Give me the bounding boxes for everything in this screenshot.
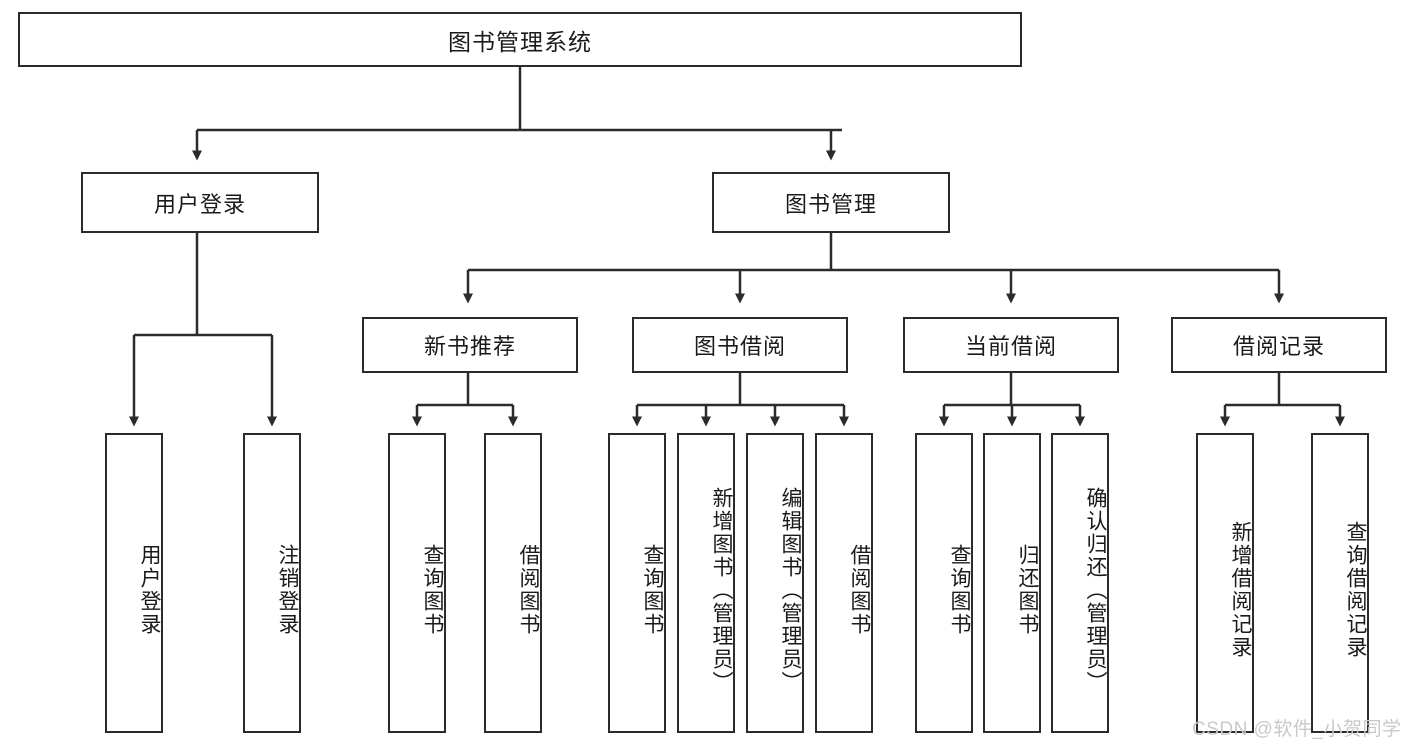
leaf-user-login-login[interactable]: 用户登录 [105,433,163,733]
leaf-new-book-query-book[interactable]: 查询图书 [388,433,446,733]
leaf-book-borrow-borrow-book[interactable]: 借阅图书 [815,433,873,733]
leaf-borrow-record-query-record[interactable]: 查询借阅记录 [1311,433,1369,733]
leaf-user-login-logout[interactable]: 注销登录 [243,433,301,733]
leaf-book-borrow-edit-book-admin[interactable]: 编辑图书（管理员） [746,433,804,733]
node-book-borrow[interactable]: 图书借阅 [632,317,848,373]
csdn-watermark: CSDN @软件_小贺同学 [1192,719,1402,740]
leaf-current-borrow-confirm-return-admin[interactable]: 确认归还（管理员） [1051,433,1109,733]
leaf-book-borrow-add-book-admin[interactable]: 新增图书（管理员） [677,433,735,733]
leaf-book-borrow-query-book[interactable]: 查询图书 [608,433,666,733]
node-borrow-record[interactable]: 借阅记录 [1171,317,1387,373]
node-current-borrow[interactable]: 当前借阅 [903,317,1119,373]
node-new-book-recommend[interactable]: 新书推荐 [362,317,578,373]
leaf-borrow-record-add-record[interactable]: 新增借阅记录 [1196,433,1254,733]
node-book-management[interactable]: 图书管理 [712,172,950,233]
leaf-current-borrow-query-book[interactable]: 查询图书 [915,433,973,733]
node-root-system[interactable]: 图书管理系统 [18,12,1022,67]
leaf-current-borrow-return-book[interactable]: 归还图书 [983,433,1041,733]
leaf-new-book-borrow-book[interactable]: 借阅图书 [484,433,542,733]
node-user-login[interactable]: 用户登录 [81,172,319,233]
